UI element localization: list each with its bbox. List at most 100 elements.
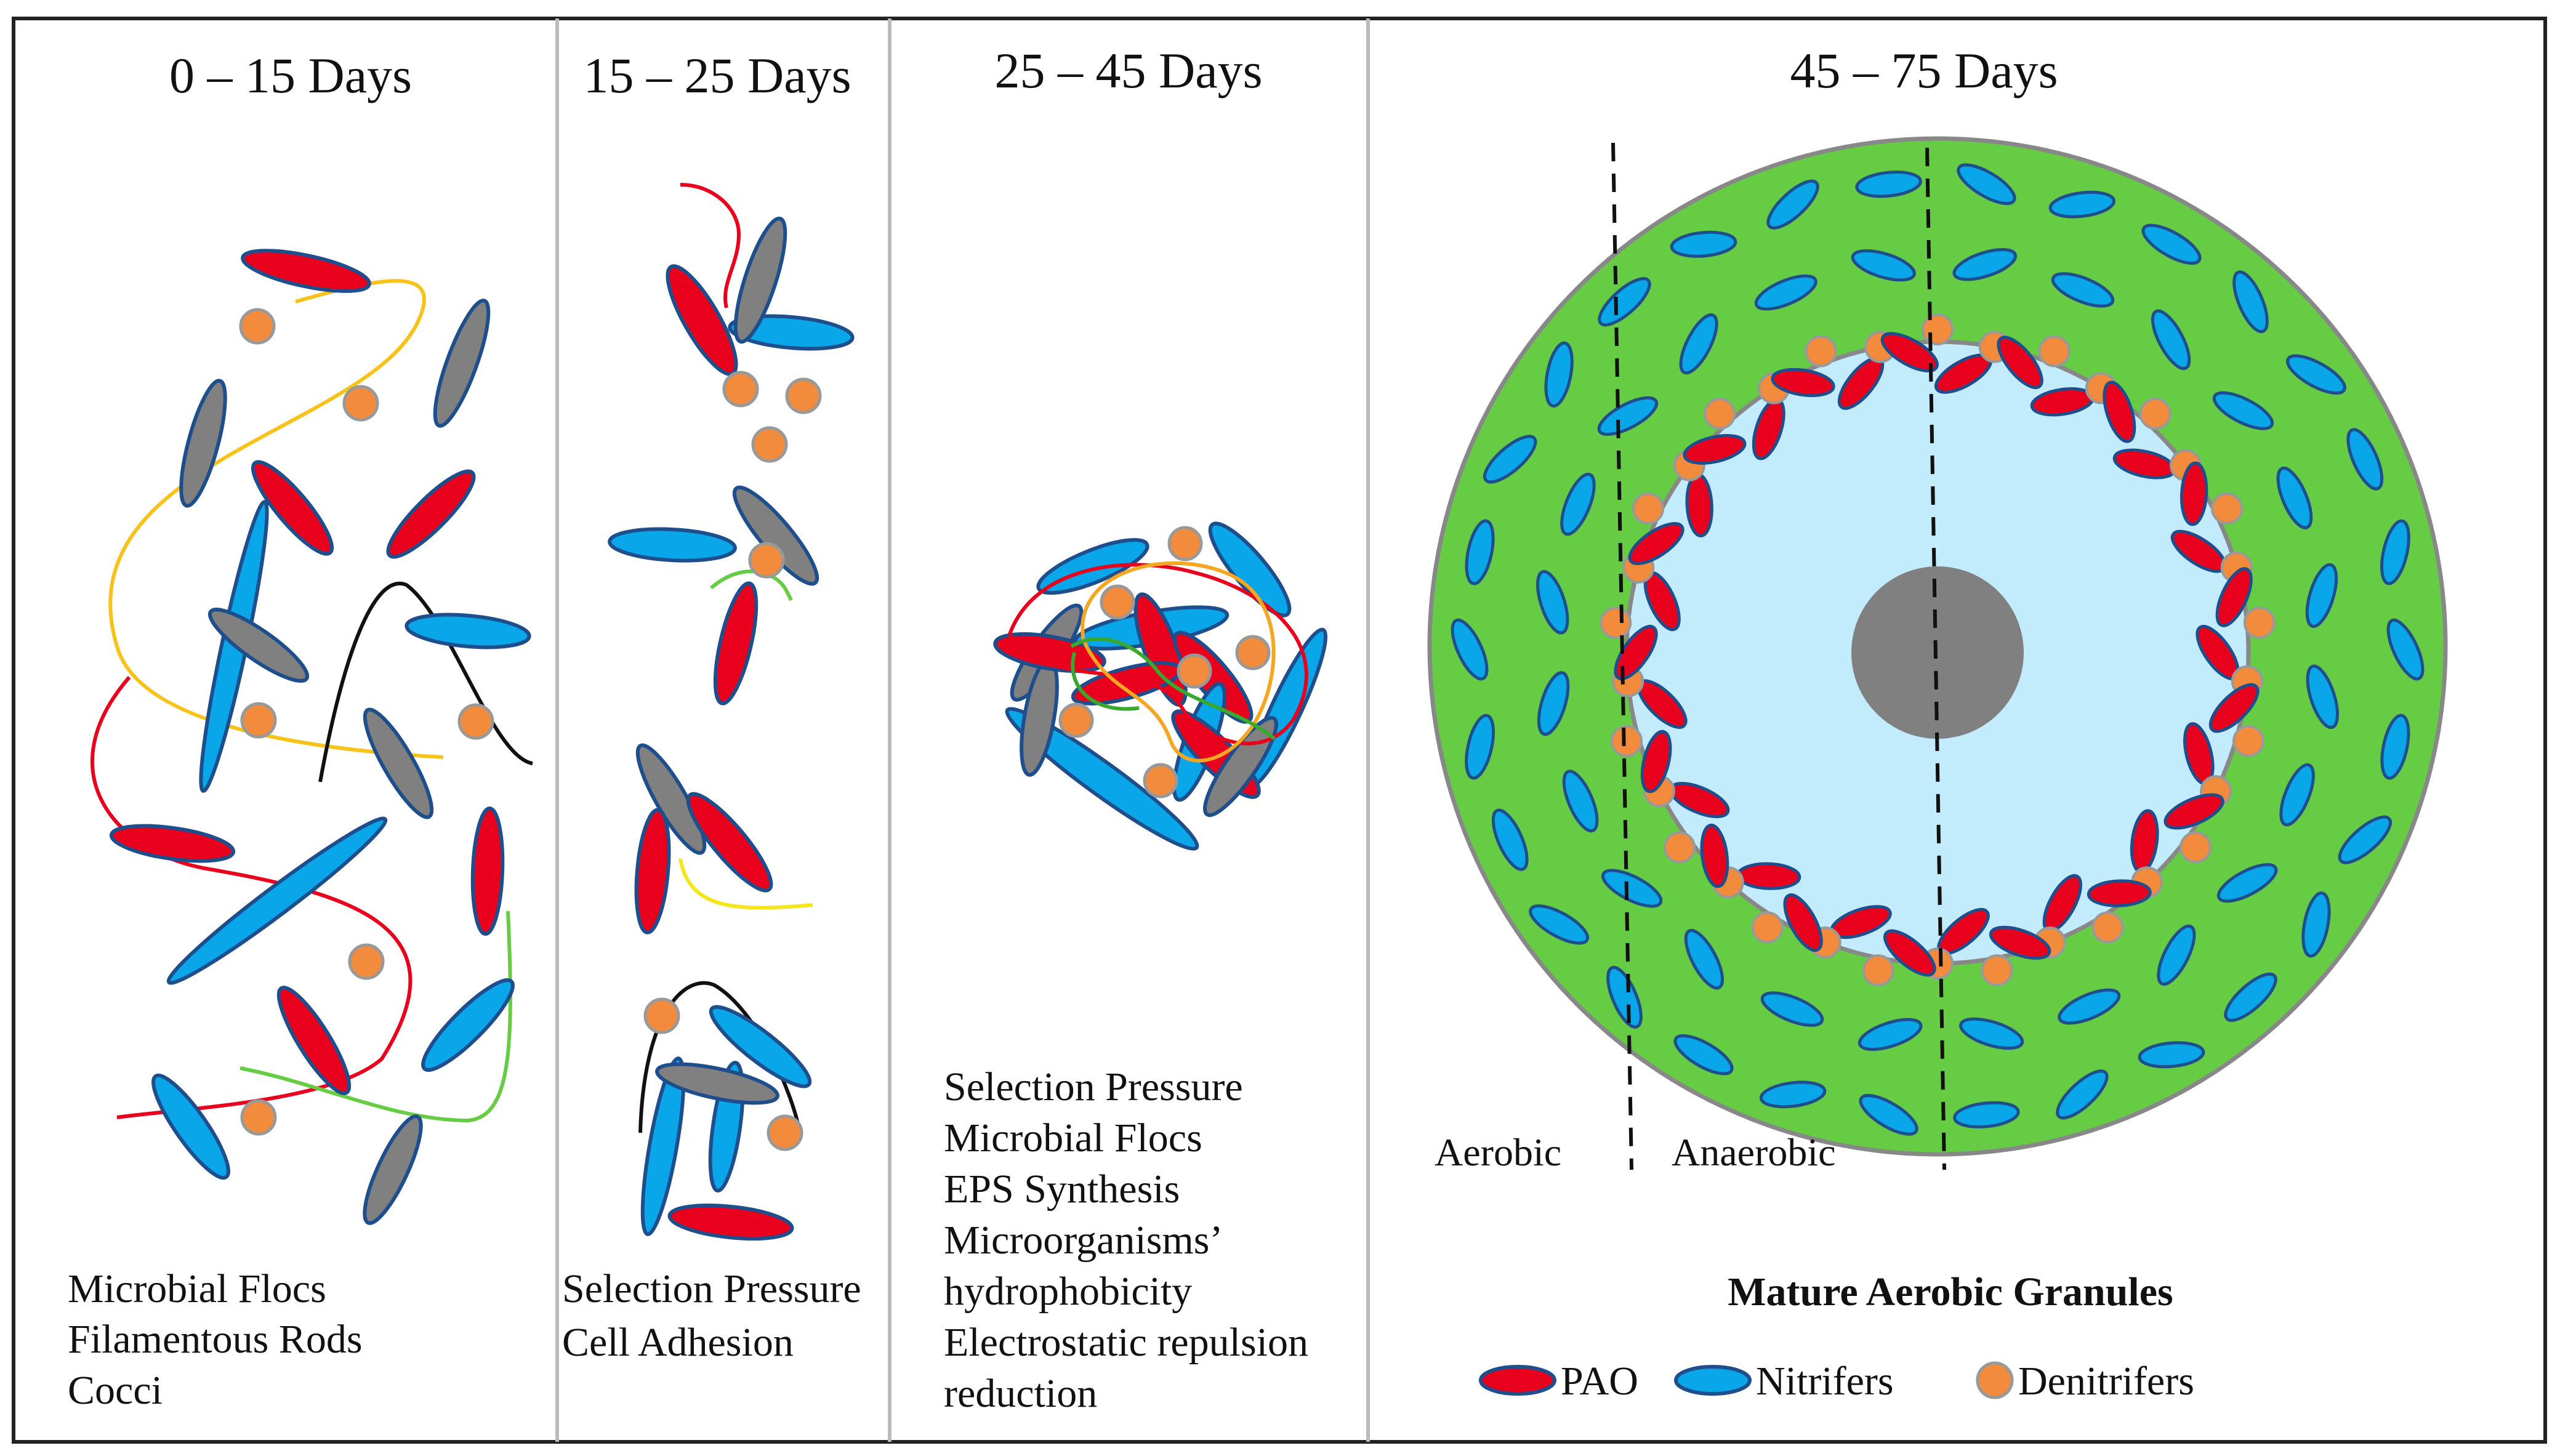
pao-cell	[1997, 336, 2043, 390]
filament-red	[91, 676, 413, 1119]
denitrifier-cell	[239, 308, 276, 345]
panel-label: Microorganisms’	[944, 1218, 1223, 1263]
denitrifier-cell	[2091, 911, 2124, 944]
filament-yellow	[678, 858, 813, 910]
denitrifier-cell	[1058, 702, 1094, 738]
nitrifier-cell	[2212, 391, 2274, 430]
nitrifier-cell	[1673, 1034, 1734, 1076]
filaments	[638, 183, 813, 1136]
pao-cell	[241, 249, 371, 293]
pao-cell	[1883, 929, 1936, 977]
pao-cell	[1700, 823, 1729, 888]
panel-45-75-days: 45 – 75 Days Aerobic Anaerobic Mature Ae…	[1427, 42, 2448, 1404]
filament-green	[239, 911, 512, 1123]
pao-cell	[2208, 683, 2260, 733]
pao-cell	[2164, 793, 2224, 830]
cells	[608, 216, 855, 1241]
pao-cell	[386, 469, 476, 559]
nitrifier-ellipse-icon	[1674, 1365, 1752, 1396]
nitrifier-cell	[1451, 618, 1489, 681]
nitrifier-cell	[2051, 272, 2115, 308]
nitrifier-cell	[1760, 991, 1824, 1027]
nitrifier-cell	[151, 1073, 230, 1180]
rod-cell	[733, 216, 787, 344]
pao-cell	[2087, 879, 2152, 907]
pao-cell	[1614, 624, 1658, 681]
nitrifier-cell	[1959, 1017, 2024, 1050]
panel-15-25-days: 15 – 25 Days	[562, 47, 861, 1365]
panel-label: Electrostatic repulsion	[944, 1320, 1308, 1365]
panel-label: Selection Pressure	[562, 1266, 861, 1311]
denitrifier-cell	[240, 702, 277, 739]
nitrifier-cell	[709, 1005, 812, 1088]
pao-cell	[634, 808, 671, 935]
nitrifier-cell	[1483, 435, 1537, 484]
pao-cell	[1880, 332, 1939, 372]
pao-cell	[2103, 380, 2136, 443]
nitrifier-cell	[2305, 563, 2338, 628]
filament-green	[1070, 637, 1276, 741]
nitrifier-cell	[1606, 965, 1643, 1029]
filament-red	[1008, 563, 1308, 746]
legend: PAO Nitrifers Denitrifers	[1479, 1359, 2194, 1404]
denitrifier-cells	[239, 308, 494, 1136]
denitrifier-cell	[1664, 831, 1696, 864]
denitrifier-cell	[1981, 954, 2013, 987]
rod-cell	[635, 743, 707, 855]
nitrifier-cell	[1597, 396, 1659, 436]
pao-cell	[276, 986, 352, 1095]
panel-label: Microbial Flocs	[944, 1116, 1202, 1160]
nitrifier-cell	[1759, 1080, 1827, 1109]
nitrifier-cell	[1957, 163, 2016, 206]
filament-black	[638, 981, 802, 1136]
denitrifier-cell	[1751, 911, 1784, 944]
panel-label: reduction	[944, 1371, 1097, 1416]
nitrifier-cell	[1491, 808, 1529, 871]
nitrifier-cell	[405, 613, 531, 650]
legend-label-nitrifers: Nitrifers	[1756, 1359, 1894, 1404]
nitrifier-cell	[1684, 928, 1725, 990]
nitrifier-cell	[2224, 972, 2277, 1022]
legend-label-pao: PAO	[1561, 1359, 1638, 1404]
pao-cell	[1736, 862, 1801, 890]
denitrifier-cell	[1632, 493, 1664, 525]
denitrifier-cell	[1177, 653, 1212, 689]
nitrifier-cell	[1005, 707, 1199, 851]
panel-title: 15 – 25 Days	[583, 47, 851, 103]
denitrifier-cell	[1100, 584, 1135, 620]
panel-label: Cocci	[68, 1368, 163, 1413]
panel-title: 0 – 15 Days	[169, 47, 412, 103]
pao-cell	[1783, 893, 1823, 952]
nitrifier-cell	[2338, 815, 2392, 864]
denitrifier-cell	[751, 426, 788, 463]
denitrifier-cell	[2139, 398, 2172, 430]
filament-red	[680, 183, 741, 308]
denitrifier-cell	[2180, 831, 2212, 864]
panel-title: 25 – 45 Days	[994, 42, 1262, 99]
nitrifier-cell	[2056, 1069, 2109, 1120]
denitrifier-cell	[1805, 335, 1837, 368]
nitrifier-cell	[2279, 763, 2315, 827]
pao-cell	[470, 806, 505, 936]
rod-cell	[363, 1114, 423, 1225]
denitrifier-cell	[1600, 606, 1632, 639]
anaerobic-boundary-line	[1925, 147, 1946, 1170]
nitrifier-cell	[1855, 171, 1922, 198]
panel-label: Filamentous Rods	[68, 1317, 363, 1362]
denitrifier-cell	[240, 1099, 277, 1136]
denitrifier-cell	[1922, 313, 1954, 345]
denitrifier-cell	[457, 703, 494, 740]
nitrifier-cell	[728, 314, 855, 351]
pao-cell	[109, 824, 236, 863]
nitrifier-cell	[1859, 1093, 1918, 1136]
denitrifier-cell	[748, 542, 785, 579]
denitrifier-cells	[643, 371, 822, 1151]
panel-label: Cell Adhesion	[562, 1320, 794, 1365]
rod-cell	[655, 1062, 779, 1105]
rod-cell	[179, 379, 227, 508]
nitrifier-cell	[2232, 270, 2269, 334]
denitrifier-cell	[722, 371, 759, 408]
nitrifier-cell	[1952, 248, 2018, 281]
cells	[109, 249, 531, 1225]
